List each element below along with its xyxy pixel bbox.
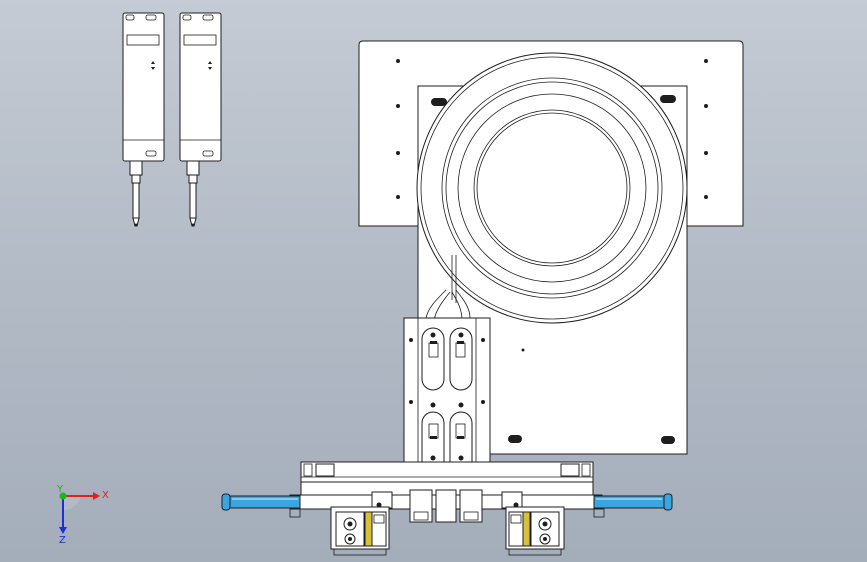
cylinder-left [221,493,301,511]
feed-track [403,317,491,474]
cylinder-right [593,493,673,511]
x-axis-label: X [102,490,109,501]
gripper-unit-left [330,502,390,556]
x-axis-arrow-icon [93,492,100,500]
z-axis-arrow-icon [59,527,67,534]
center-gripper [371,489,523,523]
y-axis-dot-icon [59,492,67,500]
gripper-unit-right [505,502,565,556]
axis-triad: X Y Z [56,484,109,546]
sensor-module-left [122,12,165,227]
sensor-module-right [179,12,222,227]
feeder-bowl [416,52,688,324]
z-axis-label: Z [59,535,66,546]
y-axis-label: Y [56,484,64,495]
